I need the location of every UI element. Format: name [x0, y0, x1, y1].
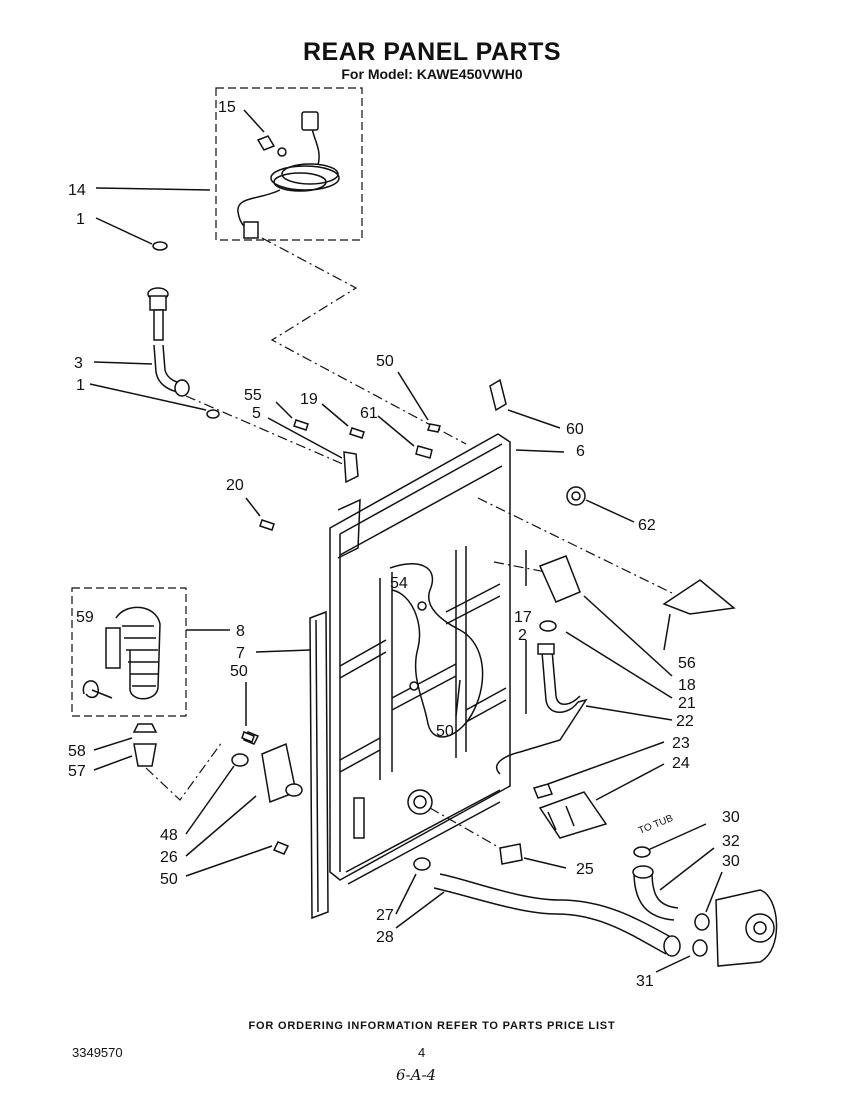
page-title: REAR PANEL PARTS [302, 38, 562, 66]
callout-61: 61 [360, 405, 378, 422]
callout-28: 28 [376, 929, 394, 946]
callout-30: 30 [722, 853, 740, 870]
callout-6: 6 [576, 443, 585, 460]
inlet-hose-assembly [147, 241, 353, 469]
side-channel [309, 610, 329, 920]
bottom-hoses [413, 846, 778, 967]
page-number: 4 [418, 1045, 426, 1060]
callout-62: 62 [638, 517, 656, 534]
callout-60: 60 [566, 421, 584, 438]
callout-50: 50 [160, 871, 178, 888]
callout-50: 50 [436, 723, 454, 740]
callout-57: 57 [68, 763, 86, 780]
callout-59: 59 [76, 609, 94, 626]
callout-54: 54 [390, 575, 408, 592]
callout-50: 50 [230, 663, 248, 680]
callout-32: 32 [722, 833, 740, 850]
right-parts [429, 378, 736, 865]
document-number: 3349570 [72, 1045, 123, 1060]
callout-26: 26 [160, 849, 178, 866]
power-cord-assembly [215, 87, 363, 241]
model-line: For Model: KAWE450VWH0 [341, 66, 523, 82]
callout-23: 23 [672, 735, 690, 752]
callout-31: 31 [636, 973, 654, 990]
callout-27: 27 [376, 907, 394, 924]
callout-8: 8 [236, 623, 245, 640]
callout-2: 2 [518, 627, 527, 644]
callout-21: 21 [678, 695, 696, 712]
callout-labels: 15 14 1 3 1 55 5 19 61 50 60 6 20 62 54 … [68, 99, 740, 990]
callout-15: 15 [218, 99, 236, 116]
ordering-note: FOR ORDERING INFORMATION REFER TO PARTS … [248, 1020, 616, 1032]
callout-50: 50 [376, 353, 394, 370]
callout-7: 7 [236, 645, 245, 662]
callout-1: 1 [76, 377, 85, 394]
callout-58: 58 [68, 743, 86, 760]
callout-20: 20 [226, 477, 244, 494]
rear-panel [329, 433, 511, 885]
callout-56: 56 [678, 655, 696, 672]
callout-48: 48 [160, 827, 178, 844]
callout-14: 14 [68, 182, 86, 199]
fasteners [241, 419, 441, 743]
callout-24: 24 [672, 755, 690, 772]
callout-5: 5 [252, 405, 261, 422]
handwritten-note: 6-A-4 [396, 1066, 437, 1084]
callout-3: 3 [74, 355, 83, 372]
callout-18: 18 [678, 677, 696, 694]
callout-30: 30 [722, 809, 740, 826]
to-tub-label: TO TUB [637, 813, 675, 837]
callout-55: 55 [244, 387, 262, 404]
valve-bracket [231, 731, 303, 855]
drain-hose-kit [71, 587, 223, 801]
callout-22: 22 [676, 713, 694, 730]
callout-25: 25 [576, 861, 594, 878]
callout-1: 1 [76, 211, 85, 228]
leader-lines [89, 109, 723, 973]
callout-19: 19 [300, 391, 318, 408]
callout-17: 17 [514, 609, 532, 626]
cord-route-line [261, 237, 467, 445]
